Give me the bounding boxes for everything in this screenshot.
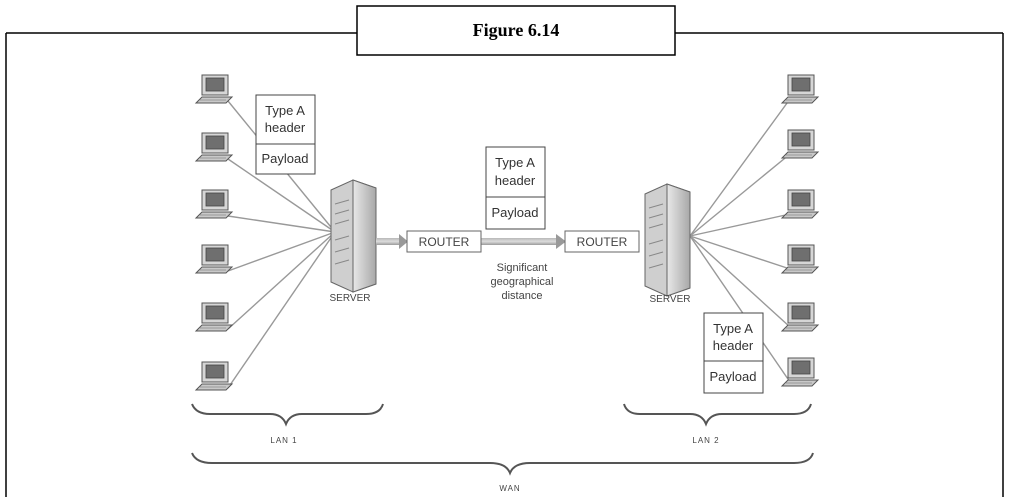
packet-right: Type A header Payload — [703, 312, 764, 394]
packet-right-header-line2: header — [713, 338, 754, 353]
computer-right-5-icon — [780, 302, 820, 332]
wan-brace — [191, 452, 814, 476]
lan2-brace — [623, 403, 812, 427]
link-right-4 — [689, 235, 791, 270]
router-left: ROUTER — [406, 230, 482, 253]
link-right-1 — [689, 98, 791, 237]
computer-left-3-icon — [194, 189, 234, 219]
lan1-brace — [191, 403, 384, 427]
packet-left: Type A header Payload — [255, 94, 316, 175]
figure-title: Figure 6.14 — [473, 20, 560, 40]
packet-middle-payload: Payload — [492, 205, 539, 220]
figure-frame — [5, 5, 1004, 497]
packet-middle-header-line2: header — [495, 173, 536, 188]
distance-label-line2: geographical — [491, 276, 554, 288]
computer-right-4-icon — [780, 244, 820, 274]
link-left-3 — [227, 215, 336, 233]
computer-right-2-icon — [780, 129, 820, 159]
computer-left-2-icon — [194, 132, 234, 162]
computer-right-1-icon — [780, 74, 820, 104]
packet-right-payload: Payload — [710, 369, 757, 384]
wan-link-arrows — [376, 234, 566, 249]
router-right-label: ROUTER — [577, 235, 628, 249]
router-left-label: ROUTER — [419, 235, 470, 249]
packet-middle-header-line1: Type A — [495, 155, 535, 170]
computer-left-6-icon — [194, 361, 234, 391]
server-left-label: SERVER — [330, 293, 371, 304]
computer-left-1-icon — [194, 74, 234, 104]
lan1-label: LAN 1 — [270, 436, 297, 445]
link-left-4 — [227, 231, 336, 272]
wan-label: WAN — [499, 484, 520, 493]
packet-middle: Type A header Payload — [485, 146, 546, 230]
computers — [194, 74, 820, 391]
router-right: ROUTER — [564, 230, 640, 253]
server-left-icon — [330, 179, 377, 293]
packet-left-payload: Payload — [262, 151, 309, 166]
link-right-2 — [689, 153, 791, 237]
link-left-6 — [227, 231, 336, 389]
link-left-2 — [227, 158, 336, 233]
computer-left-5-icon — [194, 302, 234, 332]
computer-left-4-icon — [194, 244, 234, 274]
packet-left-header-line1: Type A — [265, 103, 305, 118]
computer-right-6-icon — [780, 357, 820, 387]
link-right-6 — [689, 235, 791, 383]
distance-label-line3: distance — [502, 290, 543, 302]
server-right-icon — [644, 183, 691, 297]
distance-label-line1: Significant — [497, 262, 548, 274]
link-right-3 — [689, 213, 791, 237]
link-left-5 — [227, 231, 336, 330]
computer-right-3-icon — [780, 189, 820, 219]
server-right-label: SERVER — [650, 294, 691, 305]
lan-links — [227, 98, 791, 389]
packet-left-header-line2: header — [265, 120, 306, 135]
lan2-label: LAN 2 — [692, 436, 719, 445]
packet-right-header-line1: Type A — [713, 321, 753, 336]
link-right-5 — [689, 235, 791, 328]
